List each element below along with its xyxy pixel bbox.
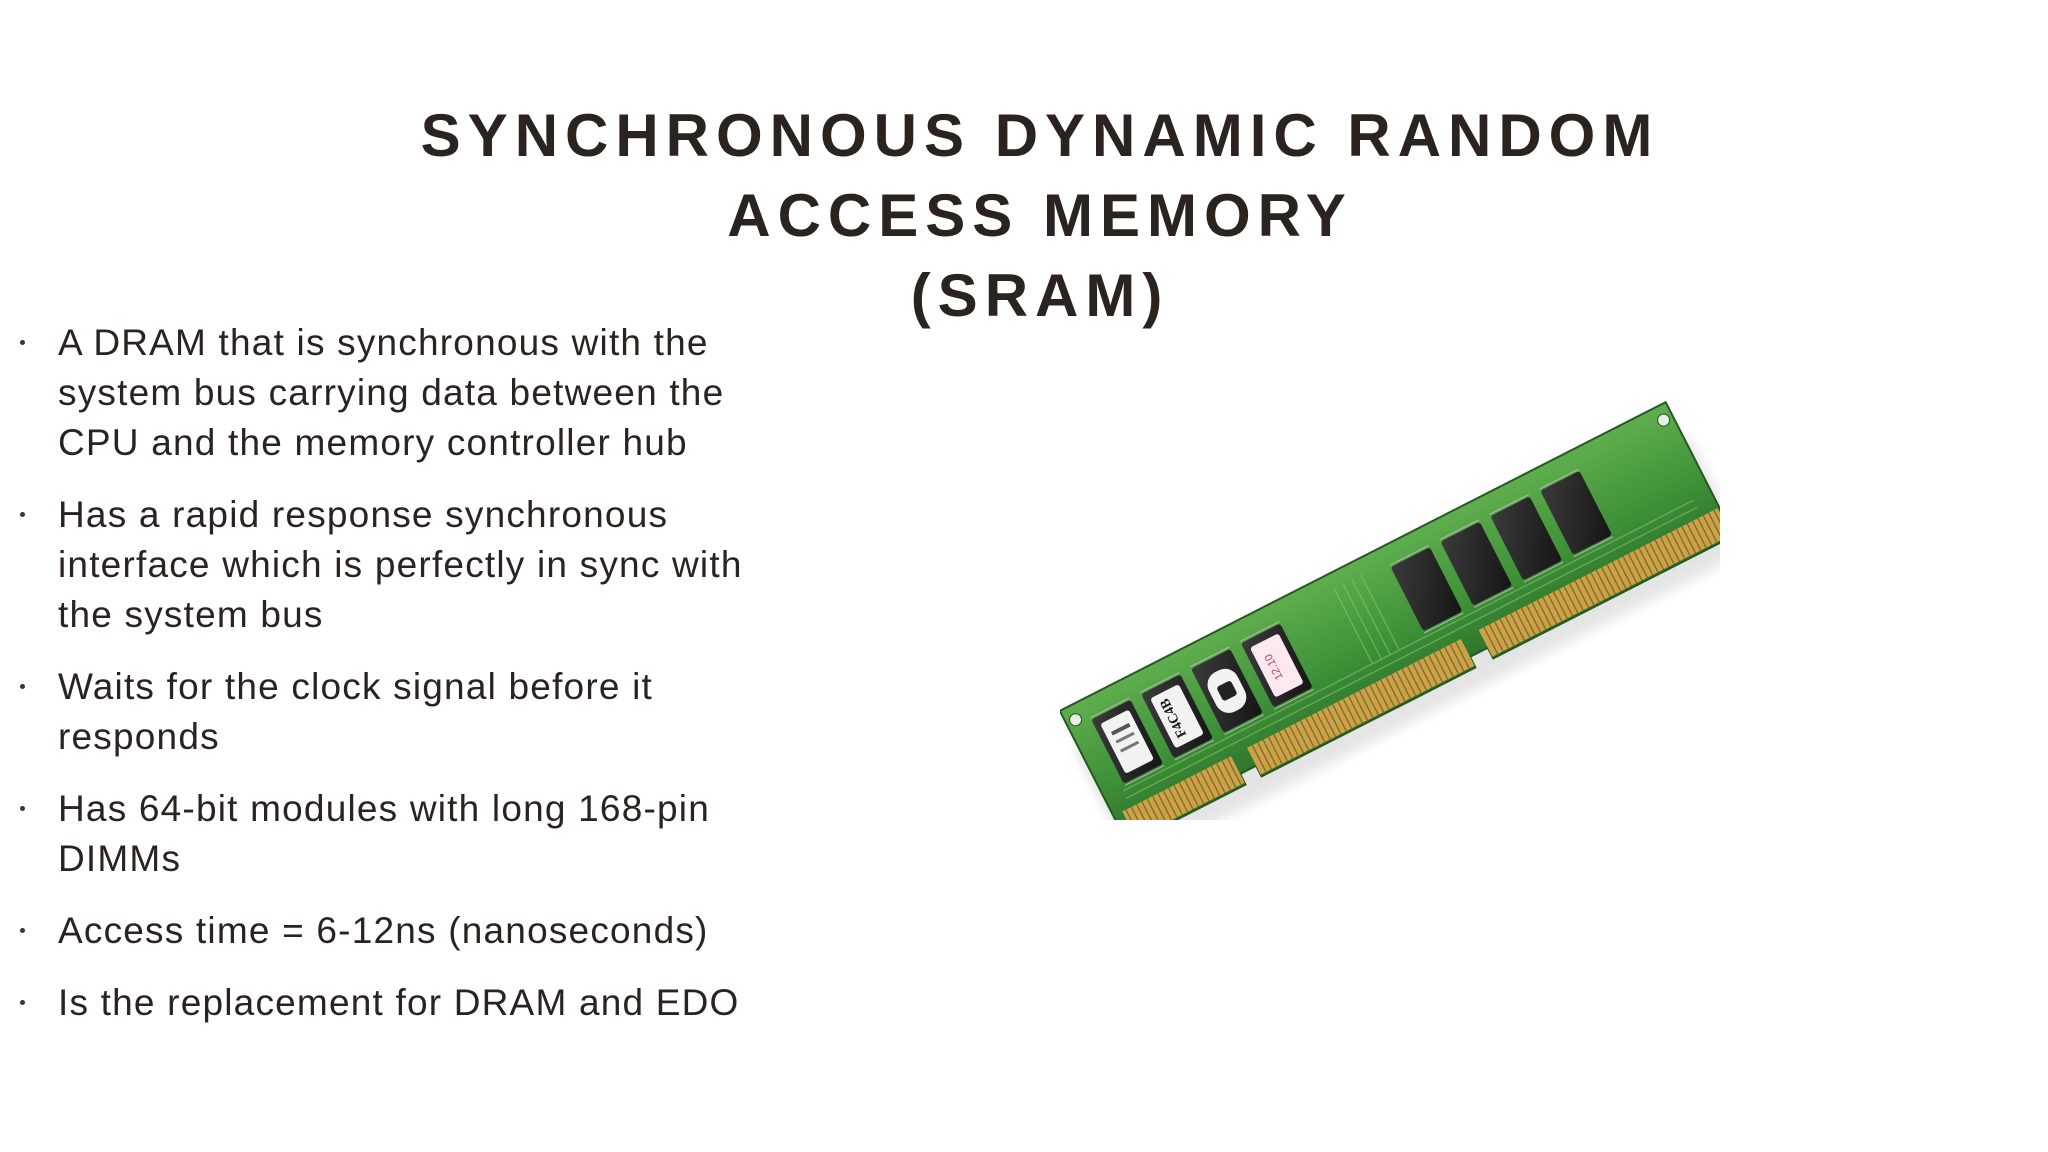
bullet-dot-icon <box>20 684 25 689</box>
module-board: F4C4B 12.10 <box>1060 400 1720 820</box>
bullet-text: A DRAM that is synchronous with the syst… <box>58 322 725 463</box>
bullet-dot-icon <box>20 340 25 345</box>
bullet-text: Has 64-bit modules with long 168-pin DIM… <box>58 788 710 879</box>
bullet-text: Access time = 6-12ns (nanoseconds) <box>58 910 709 951</box>
bullet-text: Has a rapid response synchronous interfa… <box>58 494 743 635</box>
bullet-item: Is the replacement for DRAM and EDO <box>20 978 780 1028</box>
chip-stickers <box>1101 634 1303 773</box>
bullet-dot-icon <box>20 512 25 517</box>
sdram-module-image: F4C4B 12.10 <box>1060 400 1720 820</box>
slide-title: SYNCHRONOUS DYNAMIC RANDOM ACCESS MEMORY… <box>240 96 1840 336</box>
gold-contacts <box>1122 508 1720 820</box>
bullet-item: Access time = 6-12ns (nanoseconds) <box>20 906 780 956</box>
bullet-item: Waits for the clock signal before it res… <box>20 662 780 762</box>
bullet-text: Waits for the clock signal before it res… <box>58 666 654 757</box>
title-line-3: (SRAM) <box>910 262 1170 329</box>
bullet-list: A DRAM that is synchronous with the syst… <box>20 318 780 1050</box>
bullet-dot-icon <box>20 928 25 933</box>
bullet-item: Has 64-bit modules with long 168-pin DIM… <box>20 784 780 884</box>
bullet-item: A DRAM that is synchronous with the syst… <box>20 318 780 468</box>
title-line-2: ACCESS MEMORY <box>727 182 1353 249</box>
bullet-dot-icon <box>20 1000 25 1005</box>
bullet-item: Has a rapid response synchronous interfa… <box>20 490 780 640</box>
bullet-text: Is the replacement for DRAM and EDO <box>58 982 740 1023</box>
title-line-1: SYNCHRONOUS DYNAMIC RANDOM <box>420 102 1660 169</box>
bullet-dot-icon <box>20 806 25 811</box>
